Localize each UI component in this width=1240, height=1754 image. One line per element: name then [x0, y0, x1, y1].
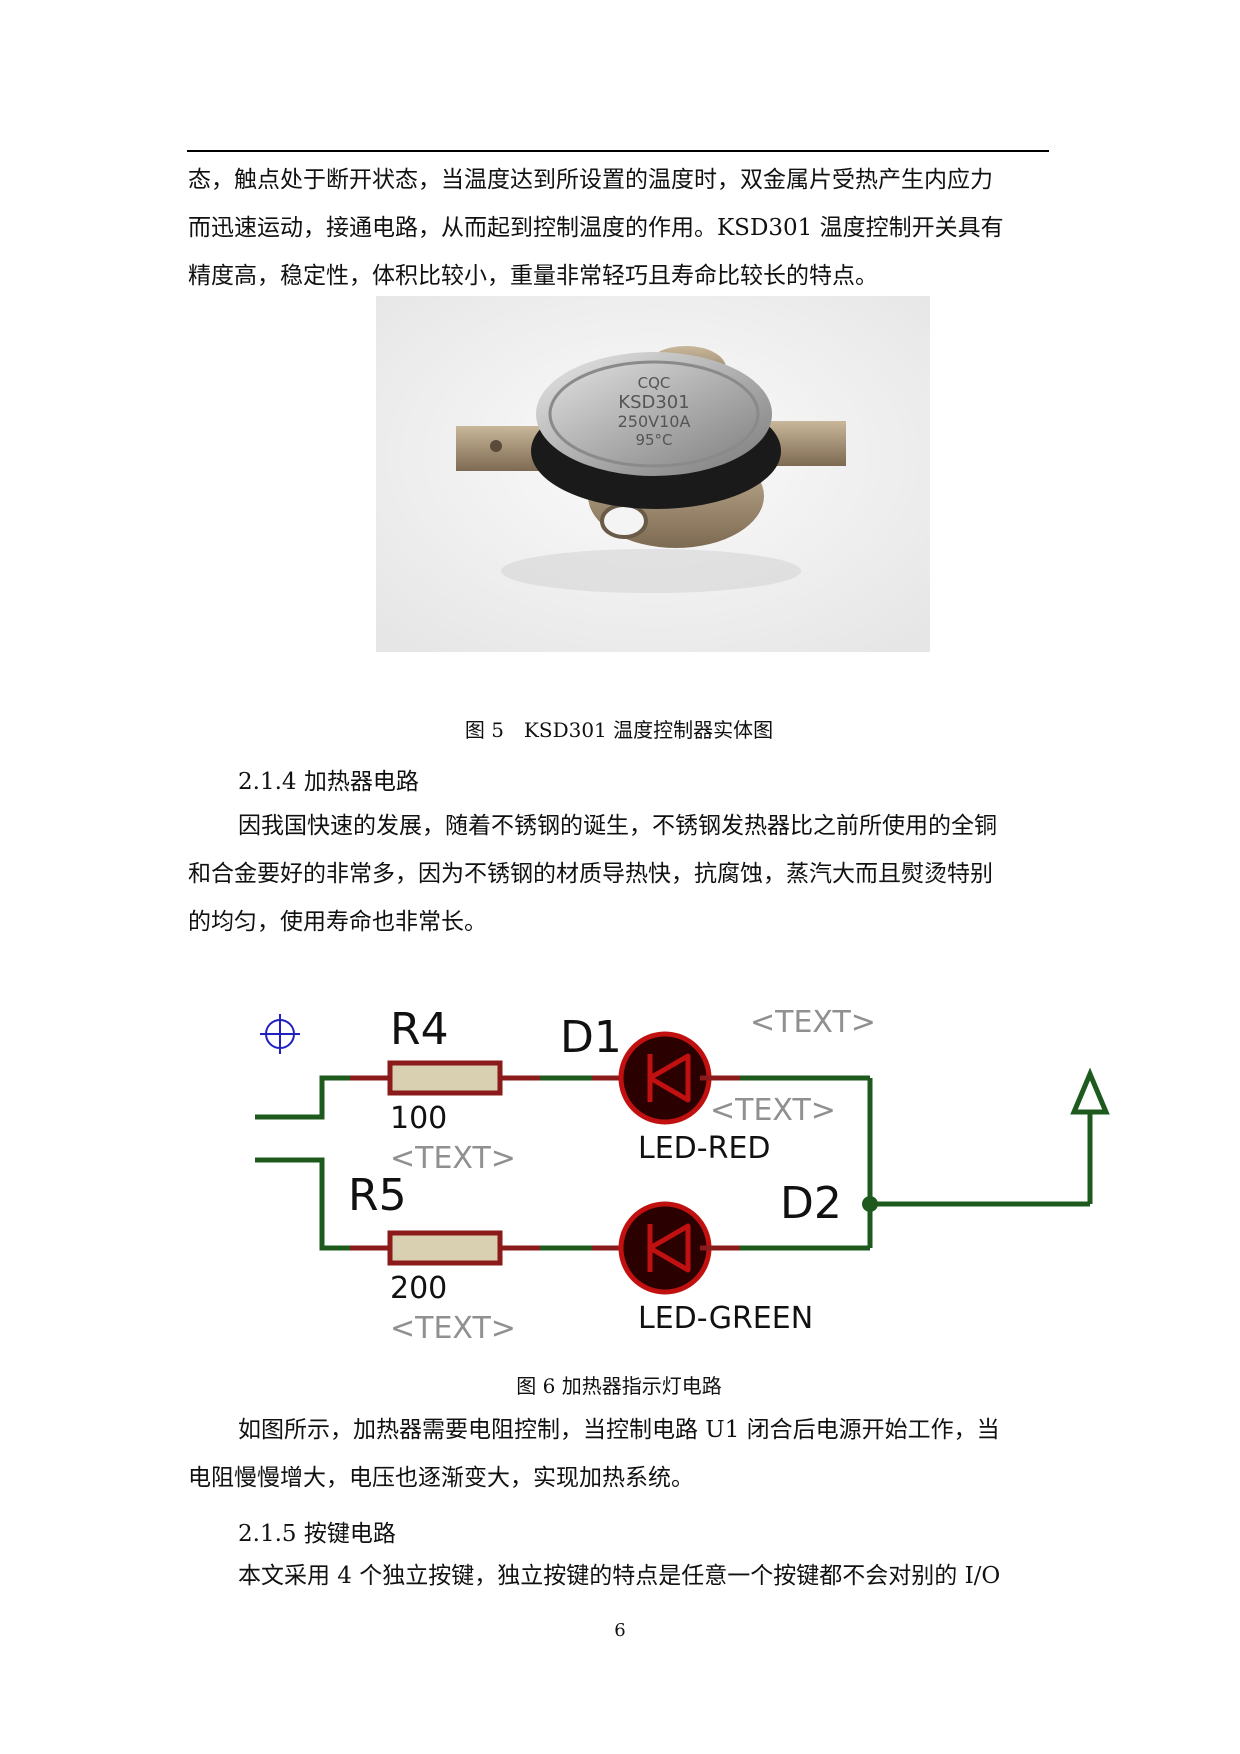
header-rule: [187, 150, 1049, 152]
page-number: 6: [614, 1620, 626, 1641]
r5-text-label: <TEXT>: [390, 1311, 516, 1346]
led-d1-red: [592, 1031, 740, 1125]
paragraph-heater-description: 因我国快速的发展，随着不锈钢的诞生，不锈钢发热器比之前所使用的全铜 和合金要好的…: [188, 802, 1050, 946]
text-line: 如图所示，加热器需要电阻控制，当控制电路 U1 闭合后电源开始工作，当: [238, 1417, 1000, 1443]
input-wire-top: [255, 1075, 408, 1120]
chip-model: KSD301: [618, 392, 689, 413]
figure-5-caption: 图 5 KSD301 温度控制器实体图: [464, 718, 774, 742]
d1-part-label: LED-RED: [638, 1131, 771, 1166]
d2-part-label: LED-GREEN: [638, 1301, 813, 1336]
text-line: 电阻慢慢增大，电压也逐渐变大，实现加热系统。: [188, 1465, 694, 1491]
paragraph-ksd301-description: 态，触点处于断开状态，当温度达到所设置的温度时，双金属片受热产生内应力 而迅速运…: [188, 156, 1050, 300]
chip-logo: CQC: [638, 374, 671, 392]
text-line: 因我国快速的发展，随着不锈钢的诞生，不锈钢发热器比之前所使用的全铜: [238, 813, 997, 839]
text-line: 而迅速运动，接通电路，从而起到控制温度的作用。KSD301 温度控制开关具有: [188, 215, 1004, 241]
ksd301-photo: CQC KSD301 250V10A 95°C: [376, 296, 930, 652]
r4-text-label: <TEXT>: [390, 1141, 516, 1176]
origin-marker-icon: [260, 1014, 300, 1054]
paragraph-button-circuit: 本文采用 4 个独立按键，独立按键的特点是任意一个按键都不会对别的 I/O: [188, 1552, 1050, 1600]
text-line: 精度高，稳定性，体积比较小，重量非常轻巧且寿命比较长的特点。: [188, 263, 878, 289]
chip-temperature: 95°C: [635, 431, 672, 449]
r5-value-label: 200: [390, 1271, 447, 1306]
r5-ref-label: R5: [348, 1170, 407, 1221]
d1-top-text-label: <TEXT>: [750, 1005, 876, 1040]
paragraph-circuit-explanation: 如图所示，加热器需要电阻控制，当控制电路 U1 闭合后电源开始工作，当 电阻慢慢…: [188, 1406, 1050, 1502]
heater-indicator-schematic: R4 100 <TEXT> R5 200 <TEXT> D1 <TEXT> <T…: [255, 1004, 1110, 1346]
text-line: 的均匀，使用寿命也非常长。: [188, 909, 487, 935]
text-line: 和合金要好的非常多，因为不锈钢的材质导热快，抗腐蚀，蒸汽大而且熨烫特别: [188, 861, 993, 887]
chip-rating: 250V10A: [618, 412, 691, 431]
led-d2-green: [592, 1201, 740, 1295]
d1-mid-text-label: <TEXT>: [710, 1093, 836, 1128]
left-terminal-tab: [456, 426, 551, 471]
resistor-r4: [387, 1060, 503, 1096]
d2-ref-label: D2: [780, 1178, 842, 1229]
figure-6-caption: 图 6 加热器指示灯电路: [516, 1374, 722, 1398]
text-line: 本文采用 4 个独立按键，独立按键的特点是任意一个按键都不会对别的 I/O: [238, 1563, 1001, 1589]
d1-ref-label: D1: [560, 1012, 622, 1063]
r4-value-label: 100: [390, 1101, 447, 1136]
section-heading-2-1-4: 2.1.4 加热器电路: [238, 769, 419, 795]
power-terminal-icon: [1070, 1067, 1110, 1115]
r4-ref-label: R4: [390, 1004, 449, 1055]
metal-cap: [536, 352, 772, 476]
text-line: 态，触点处于断开状态，当温度达到所设置的温度时，双金属片受热产生内应力: [188, 167, 993, 193]
resistor-r5: [387, 1230, 503, 1266]
section-heading-2-1-5: 2.1.5 按键电路: [238, 1521, 396, 1547]
junction-dot: [862, 1196, 878, 1212]
